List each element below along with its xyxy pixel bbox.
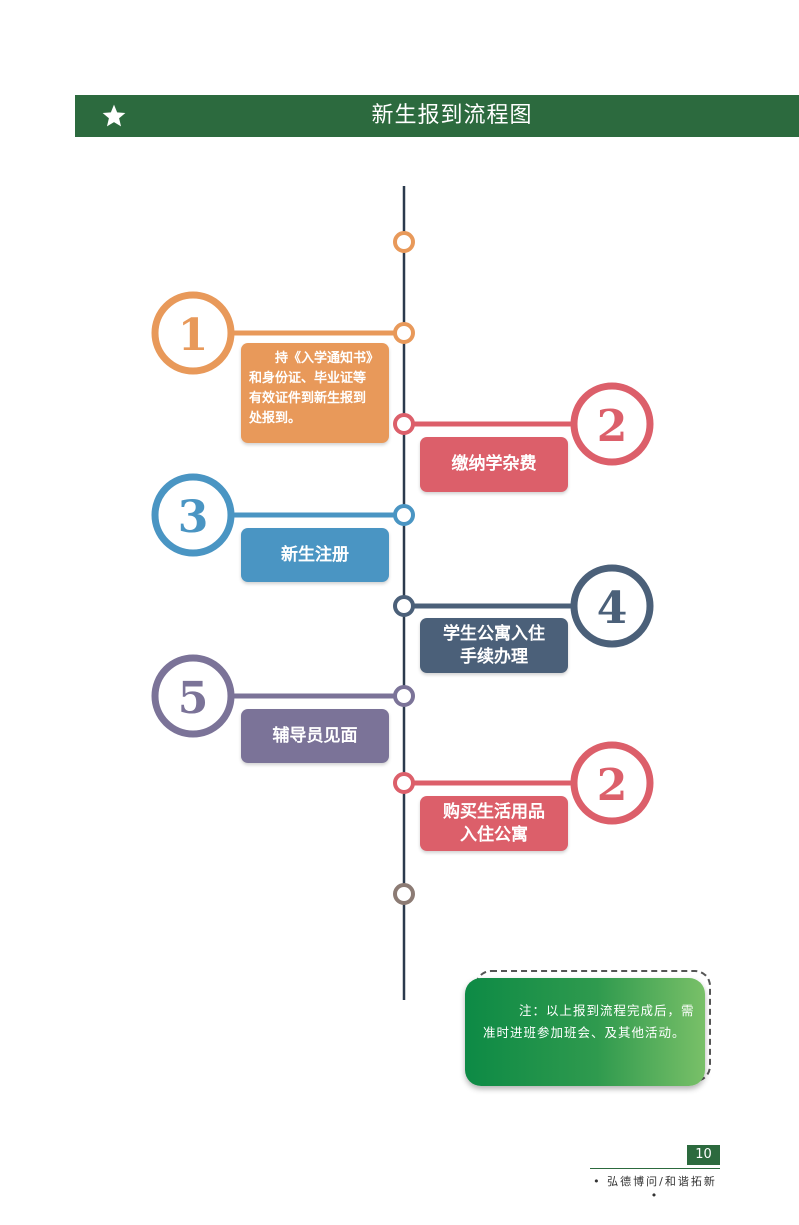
step-4-line-1: 学生公寓入住 [443, 623, 545, 644]
step-3-number: 3 [178, 492, 209, 543]
step-6-connector [393, 741, 654, 825]
step-5-box: 辅导员见面 [241, 709, 389, 763]
header-bar: 新生报到流程图 [75, 95, 799, 137]
step-2-connector [393, 382, 654, 466]
footer-slogan: • 弘德博问/和谐拓新 • [593, 1175, 717, 1202]
step-4-connector [393, 564, 654, 648]
step-2-number: 2 [597, 401, 628, 452]
step-2-label: 缴纳学杂费 [451, 454, 537, 474]
step-6-box: 购买生活用品 入住公寓 [420, 796, 568, 851]
step-6-line-2: 入住公寓 [460, 824, 528, 845]
step-4-box: 学生公寓入住 手续办理 [420, 618, 568, 673]
step-3-box: 新生注册 [241, 528, 389, 582]
step-2-box: 缴纳学杂费 [420, 437, 568, 492]
step-4-line-2: 手续办理 [460, 646, 528, 667]
note-text: 注：以上报到流程完成后，需准时进班参加班会、及其他活动。 [483, 1003, 695, 1040]
step-1-connector [151, 291, 415, 375]
step-6-number: 2 [597, 760, 628, 811]
step-1-line-3: 有效证件到新生报到 [249, 391, 367, 406]
note-box: 注：以上报到流程完成后，需准时进班参加班会、及其他活动。 [465, 978, 705, 1086]
step-1-box: 持《入学通知书》 和身份证、毕业证等 有效证件到新生报到 处报到。 [241, 343, 389, 443]
timeline-node-start [393, 231, 415, 253]
timeline-node-end [393, 883, 415, 905]
step-4-number: 4 [597, 583, 628, 634]
star-icon [102, 104, 126, 127]
step-3-connector [151, 473, 415, 557]
step-1-line-2: 和身份证、毕业证等 [249, 371, 367, 386]
step-5-label: 辅导员见面 [272, 725, 358, 746]
page-title: 新生报到流程图 [371, 103, 533, 128]
step-1-number: 1 [178, 310, 209, 361]
footer-divider [590, 1168, 720, 1169]
step-6-line-1: 购买生活用品 [443, 801, 545, 822]
step-3-label: 新生注册 [281, 544, 349, 565]
step-1-line-4: 处报到。 [249, 411, 302, 426]
step-1-line-1: 持《入学通知书》 [249, 351, 380, 366]
step-5-connector [151, 654, 415, 738]
step-5-number: 5 [178, 673, 209, 724]
page-number: 10 [687, 1145, 720, 1165]
